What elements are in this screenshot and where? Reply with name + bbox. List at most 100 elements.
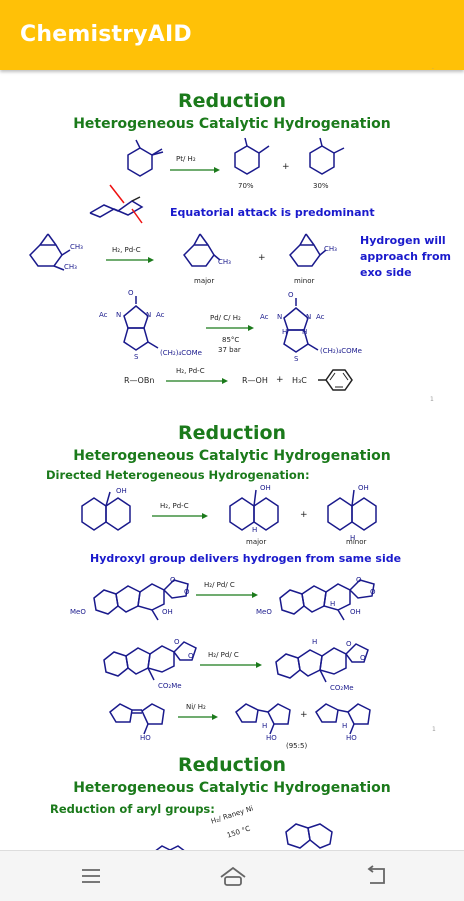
slide-scroll-area[interactable]: Reduction Heterogeneous Catalytic Hydrog…	[0, 70, 464, 850]
oxygen-label: O	[288, 291, 294, 299]
reagent-label: Pt/ H₂	[176, 155, 196, 163]
aryl-reduction-label: Reduction of aryl groups:	[50, 802, 215, 816]
reagent-label: H₂/ Raney Ni	[210, 804, 255, 826]
side-chain-label: (CH₂)₄COMe	[160, 349, 202, 357]
exo-note-line2: approach from	[360, 250, 451, 263]
methyl-label: H₃C	[292, 376, 307, 385]
ch3-label: CH₃	[324, 245, 337, 253]
side-chain-label: (CH₂)₄COMe	[320, 347, 362, 355]
nitrogen-label: N	[306, 313, 312, 321]
product-ratio: (95:5)	[286, 742, 308, 750]
slide-subtitle: Heterogeneous Catalytic Hydrogenation	[73, 448, 391, 464]
app-bar: ChemistryAID	[0, 0, 464, 70]
oxygen-label: O	[174, 638, 180, 646]
cyclopentylidene-alcohol-structure	[109, 703, 165, 735]
minor-label: minor	[346, 538, 367, 546]
sulfur-label: S	[134, 353, 139, 361]
hydrogen-label: H	[282, 328, 288, 336]
bicyclopentyl-alcohol-minor	[315, 703, 371, 735]
reaction-arrow	[152, 513, 208, 519]
norbornane-minor-structure	[289, 233, 327, 267]
plus-sign: +	[282, 162, 290, 172]
exo-note-line1: Hydrogen will	[360, 234, 446, 247]
oxygen-label: O	[360, 654, 366, 662]
hydroxyl-label: OH	[358, 484, 369, 492]
oxygen-label: O	[128, 289, 134, 297]
hydrogen-label: H	[330, 600, 336, 608]
slide-3: Reduction Heterogeneous Catalytic Hydrog…	[0, 752, 464, 850]
methylcyclohexane-product-b	[309, 137, 345, 175]
reagent-label: H₂, Pd-C	[176, 367, 205, 375]
chair-conformation-structure	[89, 184, 144, 224]
norbornene-structure	[29, 233, 71, 271]
reagent-label: H₂, Pd-C	[160, 502, 189, 510]
acetyl-label: Ac	[316, 313, 325, 321]
plus-sign: +	[300, 710, 308, 720]
hydroxyl-label: OH	[260, 484, 271, 492]
oxygen-label: O	[170, 576, 176, 584]
hydroxyl-label: HO	[140, 734, 151, 742]
hydroxyl-label: OH	[162, 608, 173, 616]
menu-button[interactable]	[76, 863, 106, 889]
system-navigation-bar	[0, 850, 464, 901]
slide-2: Reduction Heterogeneous Catalytic Hydrog…	[0, 420, 464, 750]
nitrogen-label: N	[116, 311, 122, 319]
nitrogen-label: N	[277, 313, 283, 321]
hydroxyl-label: HO	[346, 734, 357, 742]
oxygen-label: O	[346, 640, 352, 648]
yield-minor: 30%	[313, 182, 329, 190]
hydroxyl-label: OH	[350, 608, 361, 616]
back-icon	[367, 865, 385, 884]
reaction-arrow	[170, 167, 220, 173]
norbornane-major-structure	[183, 233, 221, 267]
minor-label: minor	[294, 277, 315, 285]
slide-subtitle: Heterogeneous Catalytic Hydrogenation	[73, 780, 391, 796]
tetralin-structure	[285, 823, 333, 849]
hydroxyl-label: HO	[266, 734, 277, 742]
temperature-label: 85°C	[222, 336, 240, 344]
hydrogen-label: H	[342, 722, 348, 730]
slide-title: Reduction	[177, 422, 287, 444]
menu-icon	[82, 869, 100, 883]
methoxy-tricyclic-ketal-structure	[93, 579, 189, 621]
oxygen-label: O	[370, 588, 376, 596]
home-button[interactable]	[218, 863, 248, 889]
reaction-arrow	[106, 257, 154, 263]
imidazolidinone-product-structure	[283, 298, 319, 353]
decalin-minor-structure	[327, 489, 377, 531]
methoxy-tricyclic-ketal-product	[279, 579, 375, 621]
ester-label: CO₂Me	[158, 682, 182, 690]
oxygen-label: O	[356, 576, 362, 584]
reagent-label: H₂/ Pd/ C	[204, 581, 235, 589]
acetyl-label: Ac	[260, 313, 269, 321]
nitrogen-label: N	[146, 311, 152, 319]
reactant-label: R—OBn	[124, 376, 155, 385]
reaction-arrow	[200, 662, 262, 668]
hydrogen-label: H	[262, 722, 268, 730]
decalin-major-structure	[229, 489, 279, 531]
methylene-cyclohexane-structure	[127, 139, 164, 177]
reagent-label: H₂/ Pd/ C	[208, 651, 239, 659]
sulfur-label: S	[294, 355, 299, 363]
plus-sign: +	[276, 375, 284, 385]
ester-tricyclic-ketal-structure	[103, 641, 197, 681]
reagent-label: H₂, Pd-C	[112, 246, 141, 254]
major-label: major	[246, 538, 267, 546]
toluene-ring-structure	[318, 369, 353, 391]
imidazolone-substrate-structure	[123, 296, 159, 351]
major-label: major	[194, 277, 215, 285]
slide-page-mark: 1	[430, 396, 434, 403]
bicyclopentyl-alcohol-major	[235, 703, 291, 735]
oxygen-label: O	[188, 652, 194, 660]
reagent-label: Ni/ H₂	[186, 703, 206, 711]
hydroxyl-delivery-note: Hydroxyl group delivers hydrogen from sa…	[90, 552, 402, 565]
reagent-label: Pd/ C/ H₂	[210, 314, 241, 322]
ch3-label: CH₃	[70, 243, 83, 251]
back-button[interactable]	[360, 863, 390, 889]
ester-tricyclic-ketal-product	[275, 643, 369, 683]
app-title: ChemistryAID	[20, 22, 192, 47]
slide-subtitle: Heterogeneous Catalytic Hydrogenation	[73, 116, 391, 132]
slide-title: Reduction	[177, 754, 287, 776]
slide-page-mark: 1	[432, 726, 436, 733]
exo-note-line3: exo side	[360, 266, 412, 279]
